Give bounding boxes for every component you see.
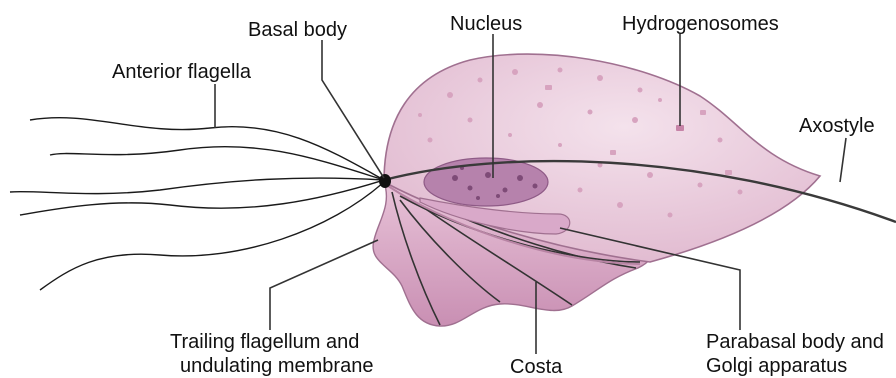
basal-body-dot xyxy=(379,174,391,188)
label-parabasal-1: Parabasal body and xyxy=(706,331,884,353)
label-trailing-flagellum-2: undulating membrane xyxy=(180,355,373,377)
label-nucleus: Nucleus xyxy=(450,13,522,35)
label-hydrogenosomes: Hydrogenosomes xyxy=(622,13,779,35)
label-costa: Costa xyxy=(510,356,563,378)
anterior-flagella xyxy=(10,118,384,215)
label-parabasal-2: Golgi apparatus xyxy=(706,355,847,377)
trailing-flagellum xyxy=(40,182,384,290)
label-trailing-flagellum-1: Trailing flagellum and xyxy=(170,331,359,353)
nucleus-shape xyxy=(424,158,548,206)
label-basal-body: Basal body xyxy=(248,19,347,41)
label-anterior-flagella: Anterior flagella xyxy=(112,61,252,83)
label-axostyle: Axostyle xyxy=(799,115,875,137)
